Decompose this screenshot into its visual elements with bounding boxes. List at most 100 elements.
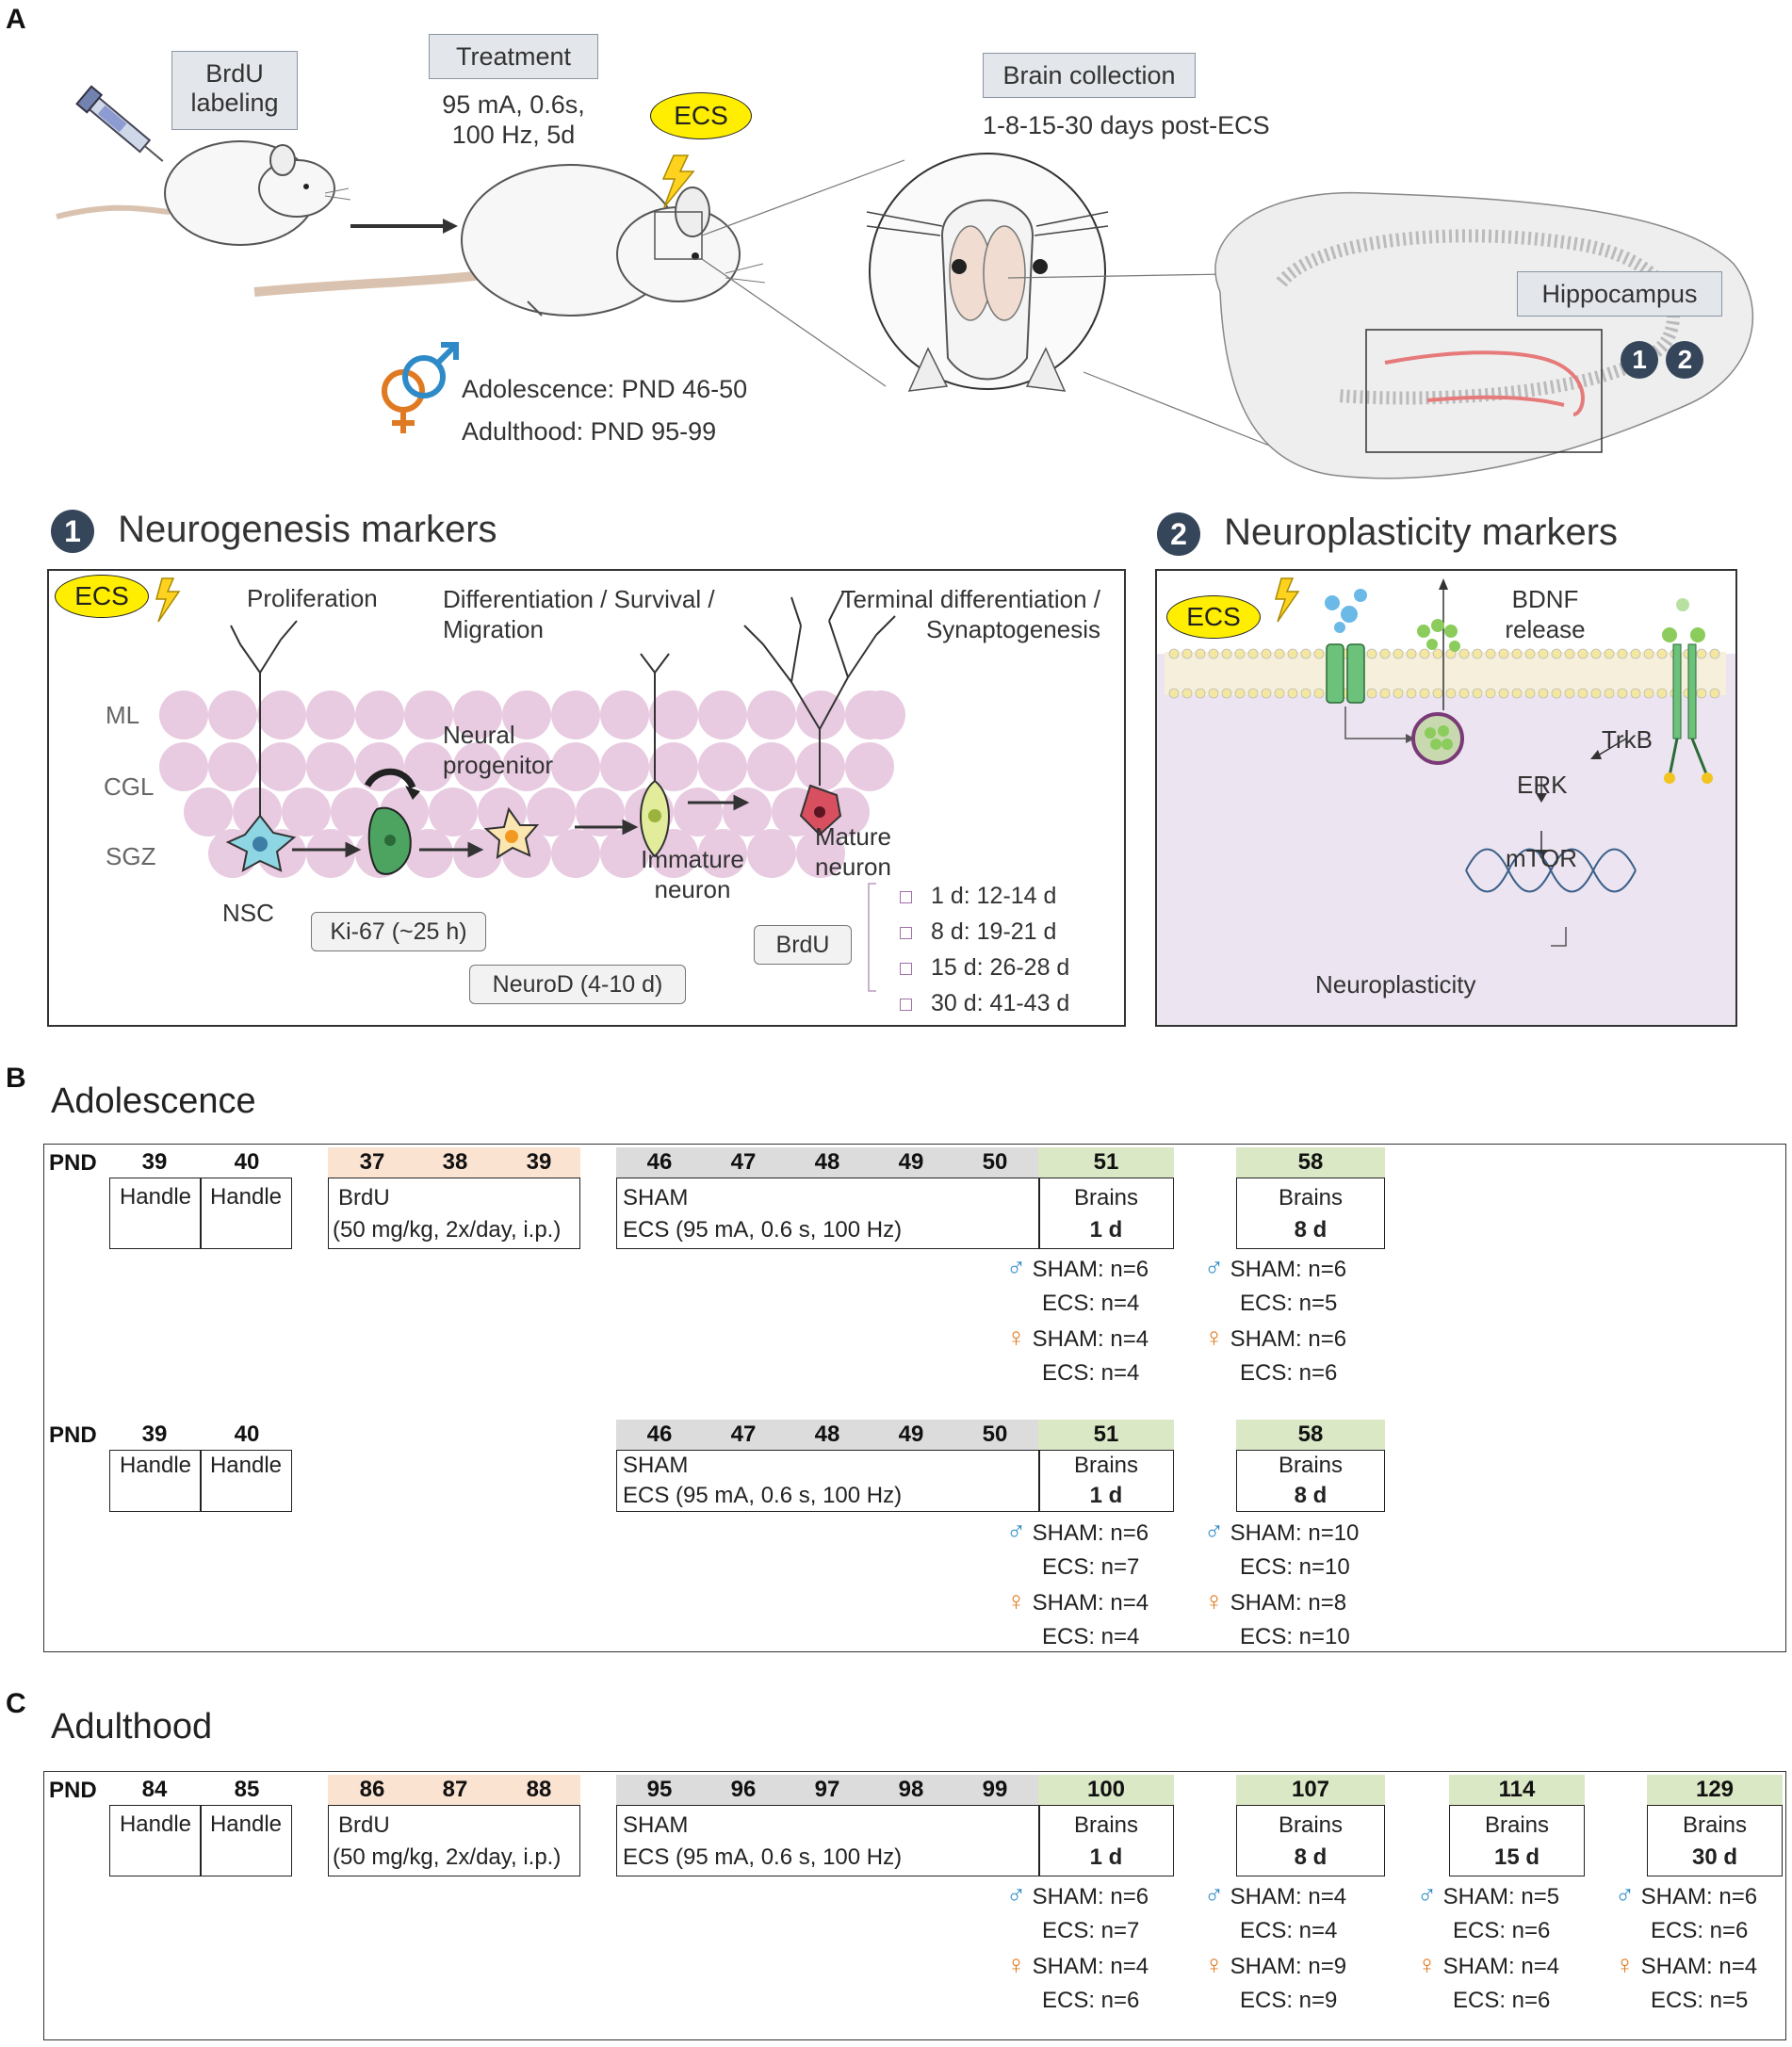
collect-cell: Brains 8 d — [1236, 1178, 1385, 1249]
brains-time: 1 d — [1089, 1483, 1123, 1508]
male-icon: ♂ — [1204, 1880, 1224, 1909]
stage-terminal: Terminal differentiation / Synaptogenesi… — [840, 585, 1100, 643]
collect-day: 51 — [1093, 1422, 1119, 1447]
handle-cell: Handle — [200, 1805, 292, 1876]
collect-day-bar — [1236, 1775, 1385, 1805]
treat-days-bar — [616, 1147, 1038, 1178]
bdnf-vesicle — [1411, 712, 1464, 765]
collection-days-text: 1-8-15-30 days post-ECS — [983, 111, 1270, 139]
brdu-day: 88 — [526, 1777, 552, 1802]
treat-day: 98 — [898, 1777, 924, 1802]
brdu-cell: BrdU (50 mg/kg, 2x/day, i.p.) — [328, 1178, 580, 1249]
label-erk: ERK — [1517, 771, 1568, 799]
collect-cell: Brains 15 d — [1449, 1805, 1585, 1876]
label-mtor: mTOR — [1506, 844, 1578, 872]
handle-day: 40 — [234, 1149, 260, 1175]
collect-day-bar — [1038, 1420, 1174, 1450]
collect-cell: Brains 1 d — [1038, 1805, 1174, 1876]
n-block: ♂ SHAM: n=6 ECS: n=7 ♀ SHAM: n=4 ECS: n=… — [1006, 1517, 1149, 1649]
brdu-cell: BrdU (50 mg/kg, 2x/day, i.p.) — [328, 1805, 580, 1876]
ion-channel — [1326, 643, 1365, 704]
female-icon: ♀ — [1006, 1586, 1026, 1616]
nsc-cell — [225, 620, 298, 872]
ecs-badge: ECS — [650, 92, 752, 139]
ecs-params: ECS (95 mA, 0.6 s, 100 Hz) — [623, 1217, 903, 1243]
collect-day: 51 — [1093, 1149, 1119, 1175]
brains-time: 8 d — [1294, 1844, 1328, 1870]
n-block: ♂ SHAM: n=6 ECS: n=4 ♀ SHAM: n=4 ECS: n=… — [1006, 1253, 1149, 1386]
neurogenesis-illustration — [155, 577, 905, 992]
handle-day: 39 — [141, 1422, 168, 1447]
collect-day: 107 — [1291, 1777, 1330, 1802]
neurogenesis-title: 1 Neurogenesis markers — [51, 509, 497, 553]
hippocampus-box: Hippocampus — [1517, 271, 1722, 317]
treat-day: 48 — [814, 1149, 840, 1175]
treat-day: 49 — [898, 1422, 924, 1447]
neuroplasticity-title-text: Neuroplasticity markers — [1224, 512, 1619, 553]
handle-cell: Handle — [200, 1450, 292, 1512]
n-block: ♂ SHAM: n=6 ECS: n=5 ♀ SHAM: n=6 ECS: n=… — [1204, 1253, 1347, 1386]
female-icon: ♀ — [1204, 1323, 1224, 1352]
brains-label: Brains — [1484, 1812, 1550, 1838]
immature-neuron-cell — [640, 653, 670, 858]
brains-label: Brains — [1682, 1812, 1748, 1838]
collect-day-bar — [1236, 1147, 1385, 1178]
brdu-day: 39 — [526, 1149, 552, 1175]
handle-cell: Handle — [109, 1178, 202, 1249]
dna-helix-icon — [1465, 848, 1637, 893]
pnd-label: PND — [49, 1150, 97, 1176]
layer-cgl: CGL — [104, 772, 155, 801]
treat-day: 46 — [646, 1149, 673, 1175]
brdu-days-bar — [328, 1147, 580, 1178]
brdu-day: 38 — [442, 1149, 468, 1175]
handle-day: 40 — [234, 1422, 260, 1447]
sham-label: SHAM — [623, 1812, 689, 1838]
treat-days-bar — [616, 1420, 1038, 1450]
collect-day-bar — [1038, 1775, 1174, 1805]
cycle-arrow-icon — [364, 768, 416, 789]
lightning-icon — [155, 577, 181, 623]
brdu-day: 37 — [359, 1149, 385, 1175]
handle-day: 39 — [141, 1149, 168, 1175]
stage-differentiation: Differentiation / Survival / Migration — [443, 585, 715, 643]
collect-day-bar — [1647, 1775, 1783, 1805]
treat-day: 47 — [730, 1149, 757, 1175]
brdu-dose: (50 mg/kg, 2x/day, i.p.) — [333, 1217, 562, 1243]
brdu-age-list: 1 d: 12-14 d 8 d: 19-21 d 15 d: 26-28 d … — [900, 878, 1069, 1021]
stage-proliferation: Proliferation — [247, 584, 378, 612]
panel-a-letter: A — [6, 4, 26, 35]
treat-day: 50 — [982, 1422, 1008, 1447]
brdu-age-item: 30 d: 41-43 d — [900, 985, 1069, 1021]
brains-label: Brains — [1073, 1185, 1139, 1210]
brains-time: 8 d — [1294, 1483, 1328, 1508]
male-icon: ♂ — [1204, 1517, 1224, 1546]
brains-time: 1 d — [1089, 1217, 1123, 1243]
male-icon: ♂ — [1006, 1880, 1026, 1909]
tissue-cells — [159, 690, 905, 878]
hippocampus-slice-illustration — [1214, 191, 1754, 479]
panel-c-letter: C — [6, 1688, 26, 1719]
collect-cell: Brains 8 d — [1236, 1805, 1385, 1876]
neurogenesis-title-text: Neurogenesis markers — [118, 509, 497, 550]
treat-day: 49 — [898, 1149, 924, 1175]
marker-circle-2: 2 — [1666, 341, 1704, 379]
treat-days-bar — [616, 1775, 1038, 1805]
handle-cell: Handle — [200, 1178, 292, 1249]
brdu-dose: (50 mg/kg, 2x/day, i.p.) — [333, 1844, 562, 1870]
male-icon: ♂ — [1204, 1253, 1224, 1282]
collect-cell: Brains 1 d — [1038, 1450, 1174, 1512]
handle-day: 84 — [141, 1777, 168, 1802]
brdu-age-item: 15 d: 26-28 d — [900, 950, 1069, 985]
male-icon: ♂ — [1006, 1517, 1026, 1546]
handle-cell: Handle — [109, 1450, 202, 1512]
brains-label: Brains — [1073, 1812, 1139, 1838]
label-bdnf-release: BDNF release — [1505, 585, 1586, 643]
marker-circle-1: 1 — [1621, 341, 1658, 379]
pnd-label: PND — [49, 1778, 97, 1803]
female-icon: ♀ — [1615, 1950, 1635, 1979]
sex-symbols-icon — [382, 342, 459, 433]
label-neural-progenitor: Neural progenitor — [443, 721, 554, 779]
panel-b-frame — [43, 1144, 1786, 1652]
section-circle-2: 2 — [1157, 512, 1200, 556]
female-icon: ♀ — [1204, 1586, 1224, 1616]
